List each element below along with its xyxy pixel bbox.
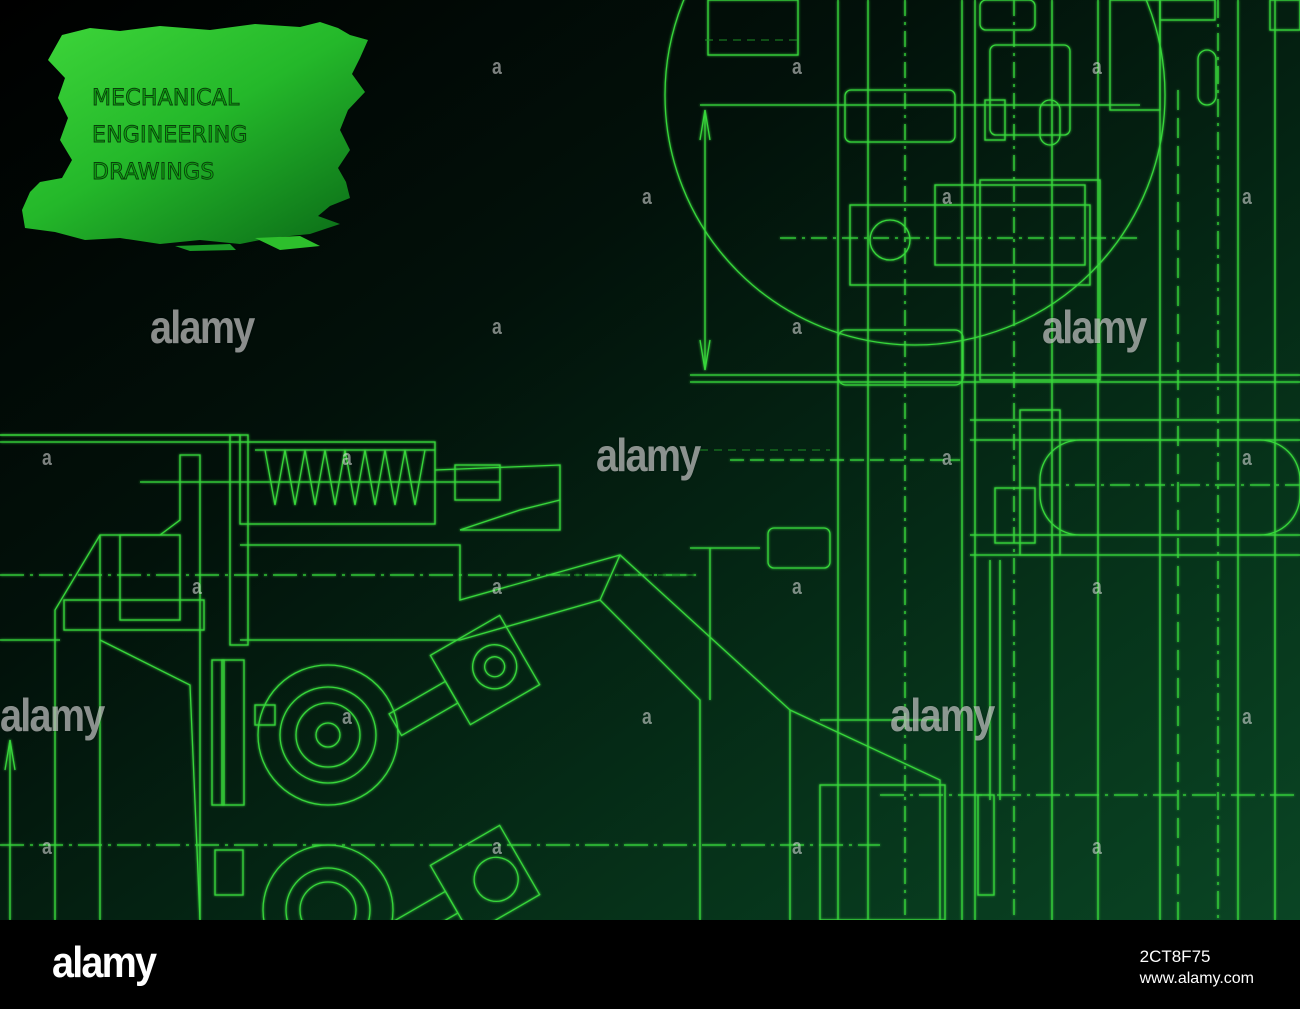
badge-streak <box>175 244 236 251</box>
hidden-lines <box>560 39 830 576</box>
title-badge-shape <box>22 22 368 244</box>
watermark-mark: a <box>942 184 952 209</box>
title-text: MECHANICAL ENGINEERING DRAWINGS <box>92 80 342 191</box>
footer-meta: 2CT8F75 www.alamy.com <box>1140 946 1254 990</box>
watermark-mark: a <box>792 54 802 79</box>
watermark-mark: a <box>492 314 502 339</box>
watermark-mark: a <box>792 574 802 599</box>
stock-footer-bar: alamy 2CT8F75 www.alamy.com <box>0 920 1300 1009</box>
blueprint-drawing <box>0 0 1300 920</box>
watermark-mark: a <box>192 574 202 599</box>
watermark-mark: a <box>1242 704 1252 729</box>
watermark-mark: a <box>942 445 952 470</box>
title-line-engineering: ENGINEERING <box>92 123 248 149</box>
watermark-mark: a <box>342 445 352 470</box>
engineering-drawing-illustration: MECHANICAL ENGINEERING DRAWINGS alamy al… <box>0 0 1300 920</box>
watermark-mark: a <box>42 445 52 470</box>
watermark-logo: alamy <box>596 429 701 481</box>
watermark-mark: a <box>792 834 802 859</box>
image-id: 2CT8F75 <box>1139 947 1211 966</box>
watermark-logo: alamy <box>0 689 105 741</box>
title-line-mechanical: MECHANICAL <box>92 86 240 112</box>
watermark-mark: a <box>1092 54 1102 79</box>
title-line-drawings: DRAWINGS <box>92 160 215 186</box>
watermark-mark: a <box>642 704 652 729</box>
watermark-mark: a <box>492 834 502 859</box>
watermark-logo: alamy <box>150 301 255 353</box>
watermark-mark: a <box>792 314 802 339</box>
watermark-mark: a <box>1092 834 1102 859</box>
watermark-logo: alamy <box>890 689 995 741</box>
footer-logo: alamy <box>52 938 157 987</box>
watermark-mark: a <box>342 704 352 729</box>
site-url[interactable]: www.alamy.com <box>1139 970 1254 987</box>
watermark-mark: a <box>492 574 502 599</box>
watermark-mark: a <box>1242 184 1252 209</box>
drawing-lines <box>0 0 1300 920</box>
watermark-mark: a <box>42 834 52 859</box>
watermark-mark: a <box>1092 574 1102 599</box>
badge-streak <box>255 236 320 250</box>
watermark-logo: alamy <box>1042 301 1147 353</box>
watermark-mark: a <box>642 184 652 209</box>
watermark-mark: a <box>492 54 502 79</box>
watermark-mark: a <box>1242 445 1252 470</box>
